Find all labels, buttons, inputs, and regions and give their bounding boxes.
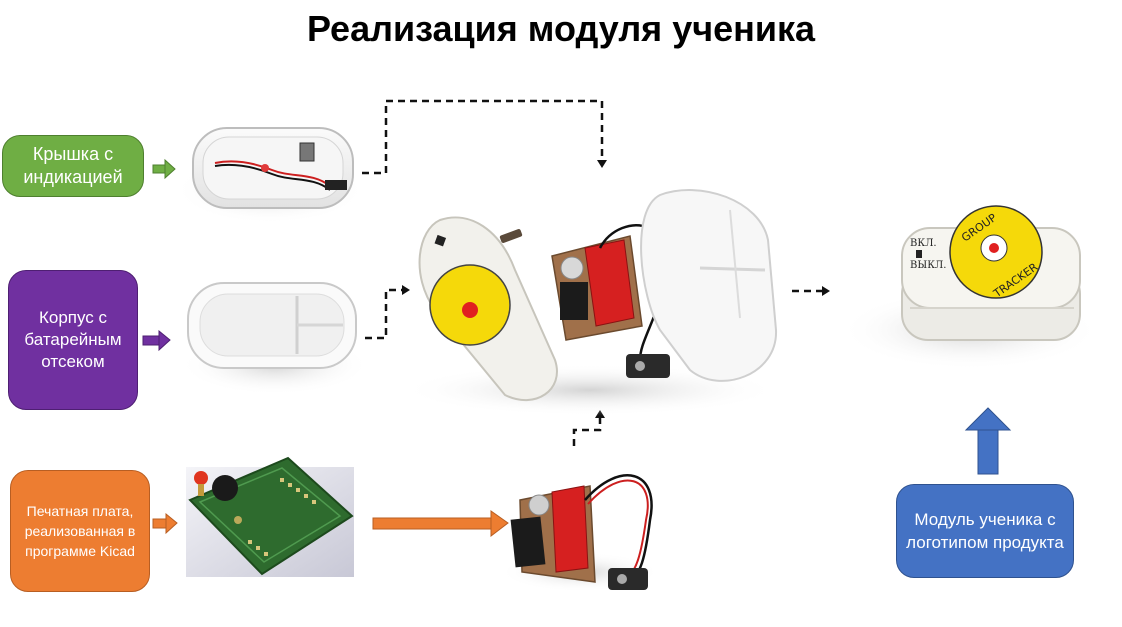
body-small-arrow: [142, 329, 171, 352]
body-to-assembly-connector: [365, 288, 402, 340]
assembly-photo: [400, 189, 780, 416]
tilted-body: [640, 189, 778, 382]
switch-on-text: ВКЛ.: [910, 238, 937, 249]
lid-photo: [175, 127, 365, 224]
body-label-text: Корпус с батарейным отсеком: [24, 308, 122, 371]
board-photo: [500, 474, 660, 592]
board-to-assembly-connector: [572, 418, 602, 446]
module-label-box: Модуль ученика с логотипом продукта: [896, 484, 1074, 578]
lid-label-text: Крышка с индикацией: [23, 144, 123, 187]
body-connector-arrowhead: [402, 285, 410, 295]
module-label-text: Модуль ученика с логотипом продукта: [906, 510, 1064, 552]
lid-connector-arrowhead: [597, 160, 607, 168]
body-label-box: Корпус с батарейным отсеком: [8, 270, 138, 410]
assembly-connector-arrowhead: [822, 286, 830, 296]
lid-label-box: Крышка с индикацией: [2, 135, 144, 197]
pcb-render: [186, 456, 354, 577]
pcb-small-arrow: [152, 512, 178, 535]
power-switch: [916, 250, 922, 258]
pcb-label-text: Печатная плата, реализованная в программ…: [24, 503, 136, 559]
lid-to-assembly-connector: [362, 99, 604, 175]
final-module-photo: GROUP TRACKER ВКЛ. ВЫКЛ.: [840, 205, 1100, 370]
body-photo: [180, 282, 370, 395]
module-up-arrow: [964, 407, 1012, 475]
pcb-label-box: Печатная плата, реализованная в программ…: [10, 470, 150, 592]
switch-off-text: ВЫКЛ.: [910, 260, 946, 271]
pcb-to-board-arrow: [372, 510, 509, 538]
lid-small-arrow: [152, 158, 176, 180]
dashed-connectors: [362, 99, 822, 446]
slide-title: Реализация модуля ученика: [306, 8, 816, 49]
